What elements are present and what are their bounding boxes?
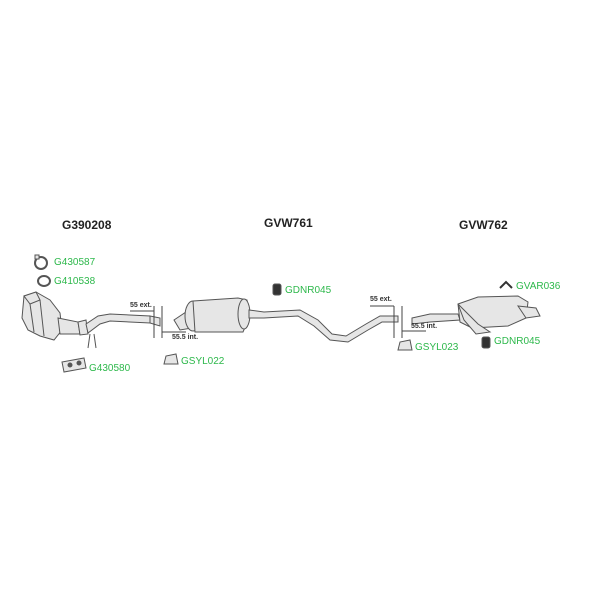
part-label-clamp[interactable]: G430587 [54,257,96,268]
front-pipe [85,313,151,334]
ring-icon [37,275,51,287]
mid-pipe [248,309,399,343]
part-label-hanger-middle[interactable]: GDNR045 [285,285,332,296]
assembly-middle-title: GVW761 [264,216,313,230]
rear-muffler [411,295,541,335]
clip-rear-icon [499,280,513,289]
dimension-left-int: 55.5 int. [172,334,199,341]
part-label-hanger-rear[interactable]: GDNR045 [494,336,541,347]
dimension-right-int: 55.5 int. [411,323,438,330]
assembly-front-title: G390208 [62,218,112,232]
middle-muffler [173,297,251,333]
part-label-sleeve-right[interactable]: GSYL023 [415,342,459,353]
part-label-gasket[interactable]: G430580 [89,363,131,374]
hanger-middle-icon [272,283,282,296]
gasket-icon [61,357,87,373]
dimension-right-ext: 55 ext. [370,296,392,303]
part-label-ring[interactable]: G410538 [54,276,96,287]
dimension-left-ext: 55 ext. [130,302,152,309]
part-label-clip-rear[interactable]: GVAR036 [516,281,561,292]
hanger-rear-icon [481,336,491,349]
sleeve-right-icon [397,339,413,351]
catalytic-converter [21,291,89,341]
sleeve-left-icon [163,353,179,365]
part-label-sleeve-left[interactable]: GSYL022 [181,356,225,367]
clamp-icon [34,254,48,270]
assembly-rear-title: GVW762 [459,218,508,232]
